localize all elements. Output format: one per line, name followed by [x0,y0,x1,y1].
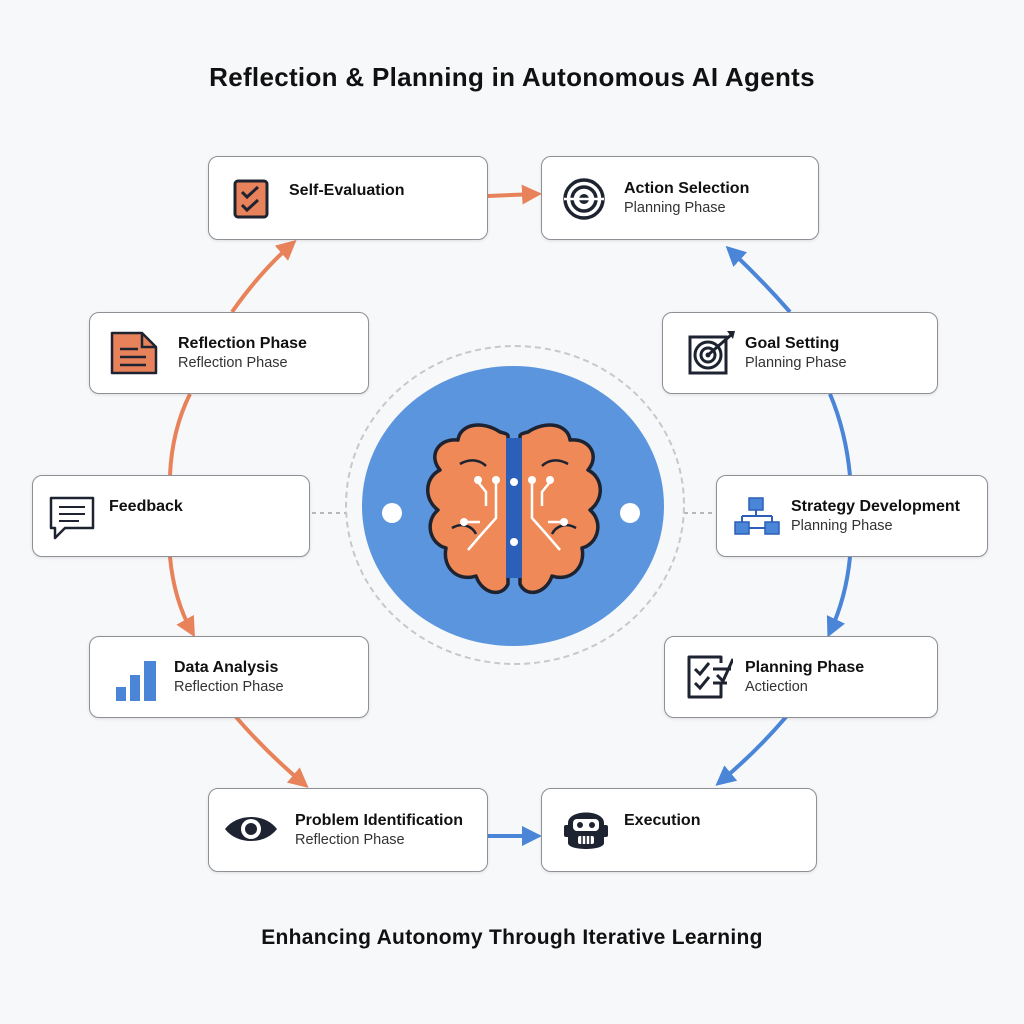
diagram-footer: Enhancing Autonomy Through Iterative Lea… [261,926,763,949]
arrow-data-analysis-to-problem [234,715,309,788]
arrow-self-evaluation-to-action [487,184,542,205]
card-data-analysis[interactable]: Data Analysis Reflection Phase [89,636,369,718]
bar-chart-icon [116,661,156,701]
hub-right-port [620,503,640,523]
node-title: Strategy Development [791,498,960,515]
connector-feedback-to-reflection [168,393,192,476]
arrow-goal-to-action [725,245,792,314]
card-self-evaluation[interactable]: Self-Evaluation [208,156,488,240]
node-title: Reflection Phase [178,335,307,352]
arrow-strategy-to-planning [826,556,852,638]
card-reflection-phase[interactable]: Reflection Phase Reflection Phase [89,312,369,394]
diagram-title: Reflection & Planning in Autonomous AI A… [209,62,815,92]
node-title: Data Analysis [174,659,279,676]
node-title: Planning Phase [745,659,865,676]
node-title: Action Selection [624,180,750,197]
card-action-selection[interactable]: Action Selection Planning Phase [541,156,819,240]
task-list-icon [687,655,733,699]
arrow-feedback-to-data-analysis [168,556,195,638]
arrow-planning-to-execution [715,715,788,786]
card-execution[interactable]: Execution [541,788,817,872]
chat-icon [49,496,95,540]
checklist-icon [233,179,269,219]
node-subtitle: Reflection Phase [178,355,288,371]
card-planning-phase[interactable]: Planning Phase Actiection [664,636,938,718]
flowchart-icon [734,497,780,535]
hub-dashed-ring [345,345,685,665]
node-subtitle: Reflection Phase [295,832,405,848]
node-title: Self-Evaluation [289,182,405,199]
card-feedback[interactable]: Feedback [32,475,310,557]
document-icon [110,331,158,375]
target-icon [563,178,605,220]
eye-icon [225,817,277,841]
node-subtitle: Planning Phase [791,518,893,534]
arrow-reflection-to-self-evaluation [230,240,297,314]
card-goal-setting[interactable]: Goal Setting Planning Phase [662,312,938,394]
bullseye-arrow-icon [688,331,735,375]
node-title: Execution [624,812,701,829]
node-title: Problem Identification [295,812,464,829]
card-problem-identification[interactable]: Problem Identification Reflection Phase [208,788,488,872]
node-title: Feedback [109,498,183,515]
brain-circuit-icon [426,423,602,595]
robot-icon [564,812,608,849]
node-subtitle: Planning Phase [624,200,726,216]
card-strategy-development[interactable]: Strategy Development Planning Phase [716,475,988,557]
node-subtitle: Reflection Phase [174,679,284,695]
node-subtitle: Actiection [745,679,808,695]
node-subtitle: Planning Phase [745,355,847,371]
node-title: Goal Setting [745,335,840,352]
connector-goal-to-strategy [828,393,852,477]
hub-left-port [382,503,402,523]
